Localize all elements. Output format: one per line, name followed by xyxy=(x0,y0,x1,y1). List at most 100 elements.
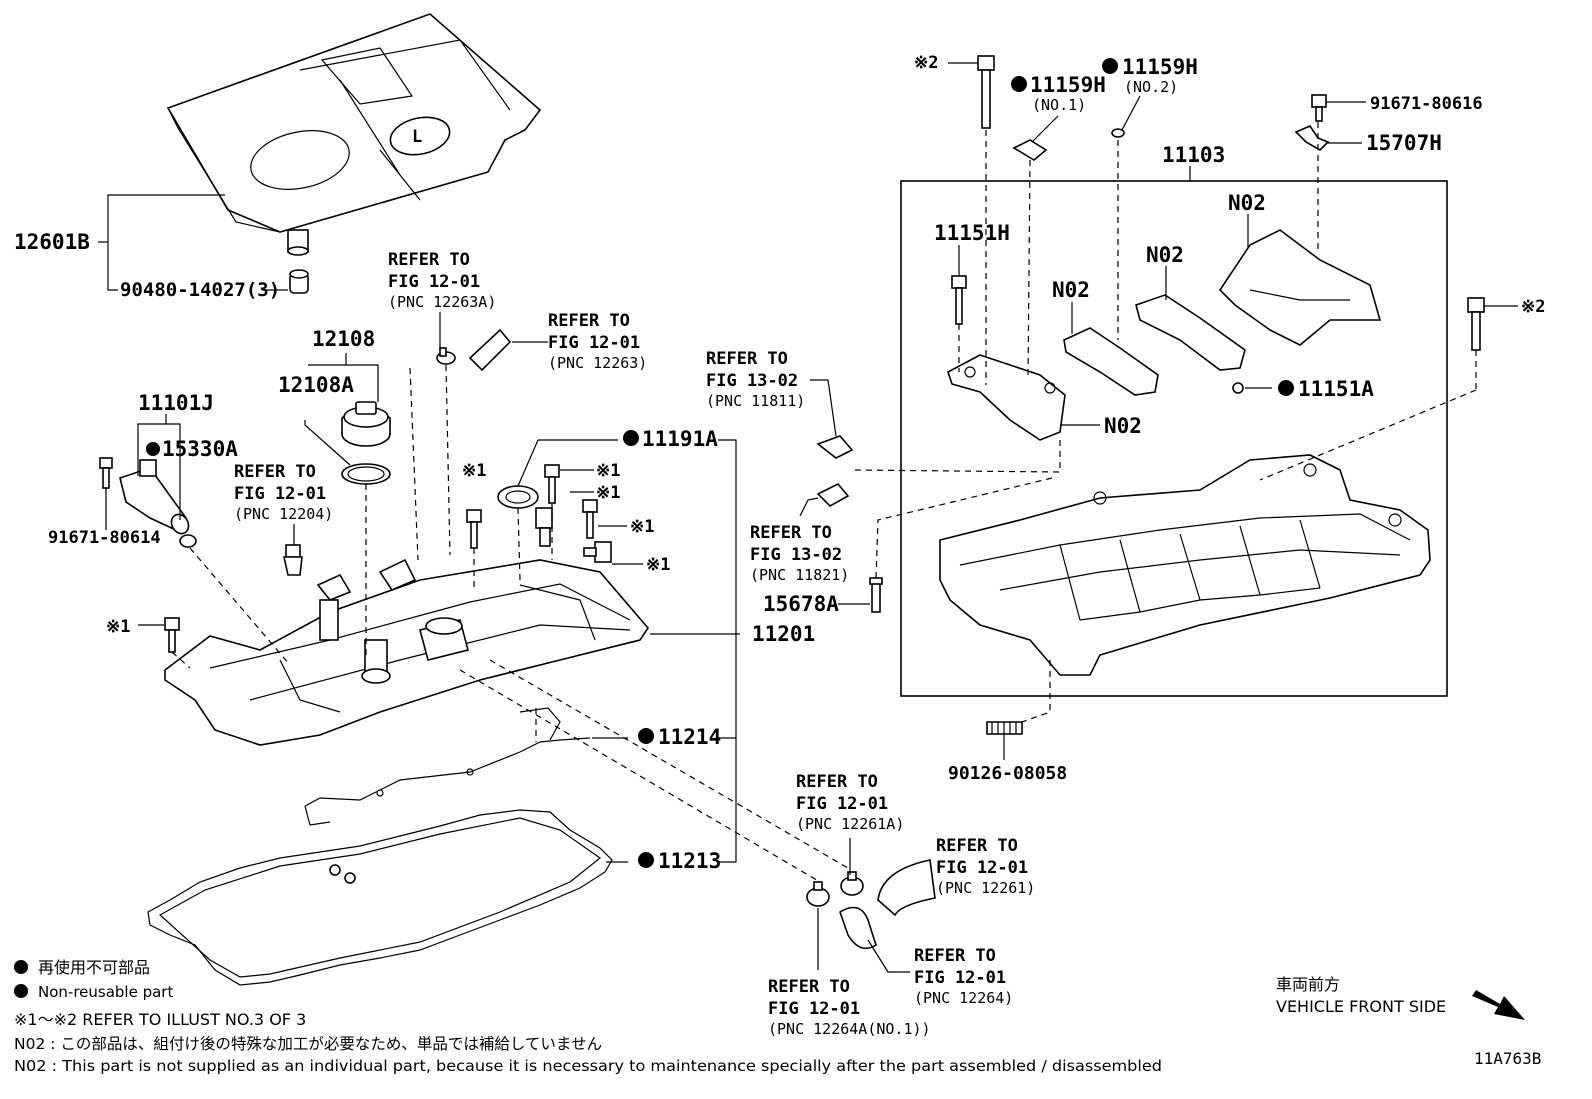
legend-n02-jp: N02 : この部品は、組付け後の特殊な加工が必要なため、単品では補給していませ… xyxy=(14,1035,602,1053)
ref-12263A-l1: REFER TO xyxy=(388,250,470,270)
legend-nonreusable-en: Non-reusable part xyxy=(38,983,173,1001)
diagram-code: 11A763B xyxy=(1474,1049,1541,1068)
oil-filler-cap-gasket[interactable] xyxy=(341,463,391,485)
label-12108: 12108 xyxy=(312,327,375,351)
label-11159H-no2: 11159H xyxy=(1122,55,1198,79)
label-91671-80616: 91671-80616 xyxy=(1370,94,1483,114)
hose-12263[interactable] xyxy=(468,328,512,372)
ref-11821-l3: (PNC 11821) xyxy=(750,566,849,584)
label-11103: 11103 xyxy=(1162,143,1225,167)
pin-15678A[interactable] xyxy=(869,577,883,613)
ref-12264A-l2: FIG 12-01 xyxy=(768,999,860,1019)
hose-clamp-12264A[interactable] xyxy=(806,881,830,907)
ref-11811-l3: (PNC 11811) xyxy=(706,392,805,410)
grommet[interactable] xyxy=(289,269,309,294)
label-n02-d: N02 xyxy=(1104,414,1142,438)
head-cover-gasket[interactable] xyxy=(147,809,613,986)
bolt-k1-a[interactable] xyxy=(466,509,482,549)
front-label-en: VEHICLE FRONT SIDE xyxy=(1276,997,1446,1016)
bolt-k2-right[interactable] xyxy=(1467,297,1485,351)
bolt-91671-80614[interactable] xyxy=(99,457,113,489)
stud-90126[interactable] xyxy=(986,721,1023,735)
label-11214: 11214 xyxy=(658,725,721,749)
plug-11159H-no1[interactable] xyxy=(1012,139,1048,161)
hose-clamp-12263A[interactable] xyxy=(436,347,456,365)
hose-clamp-12261A[interactable] xyxy=(840,871,864,896)
oil-filler-cap[interactable] xyxy=(341,401,391,447)
label-91671-80614: 91671-80614 xyxy=(48,528,161,548)
ref-12263-l3: (PNC 12263) xyxy=(548,354,647,372)
ref-12261-l3: (PNC 12261) xyxy=(936,879,1035,897)
mark-k2-right: ※2 xyxy=(1521,297,1545,317)
vehicle-front-arrow-icon xyxy=(1472,990,1525,1020)
nonreusable-marker xyxy=(638,852,654,868)
bolt-k2-top[interactable] xyxy=(977,55,995,129)
label-11151H: 11151H xyxy=(934,221,1010,245)
ref-12261A-l3: (PNC 12261A) xyxy=(796,815,904,833)
label-11201: 11201 xyxy=(752,622,815,646)
legend-n02-en: N02 : This part is not supplied as an in… xyxy=(14,1057,1162,1075)
ref-12204-l1: REFER TO xyxy=(234,462,316,482)
camshaft-bearing-cap-d[interactable] xyxy=(1218,229,1382,346)
svg-text:L: L xyxy=(412,127,422,147)
camshaft-bearing-lower[interactable] xyxy=(816,483,850,507)
hose-12264[interactable] xyxy=(839,906,877,950)
ref-11811-l2: FIG 13-02 xyxy=(706,371,798,391)
ref-12263A-l3: (PNC 12263A) xyxy=(388,293,496,311)
plug-11159H-no2[interactable] xyxy=(1111,128,1125,138)
ref-11821-l1: REFER TO xyxy=(750,523,832,543)
label-n02-b: N02 xyxy=(1146,243,1184,267)
label-11213: 11213 xyxy=(658,849,721,873)
mark-k1-c: ※1 xyxy=(596,483,620,503)
label-n02-a: N02 xyxy=(1228,191,1266,215)
oil-pressure-switch[interactable] xyxy=(283,544,303,576)
label-11159H-no2-sub: (NO.2) xyxy=(1124,78,1178,96)
pin-11151A[interactable] xyxy=(1232,382,1244,394)
label-15678A: 15678A xyxy=(763,592,839,616)
label-11159H-no1: 11159H xyxy=(1030,73,1106,97)
ref-11821-l2: FIG 13-02 xyxy=(750,545,842,565)
hose-12261[interactable] xyxy=(877,859,936,917)
oil-seal-11191A[interactable] xyxy=(497,485,539,509)
cam-sensor-a[interactable] xyxy=(535,507,553,547)
oil-control-valve[interactable] xyxy=(119,459,192,537)
camshaft-bearing-upper[interactable] xyxy=(816,435,854,459)
camshaft-bearing-cap-c[interactable] xyxy=(1135,294,1246,371)
label-12108A: 12108A xyxy=(278,373,354,397)
spark-plug-tube-gasket[interactable] xyxy=(304,707,591,826)
bracket-15707H[interactable] xyxy=(1294,125,1330,151)
ref-12264-l1: REFER TO xyxy=(914,946,996,966)
bolt-k1-c[interactable] xyxy=(582,499,598,539)
ref-12261A-l2: FIG 12-01 xyxy=(796,794,888,814)
mark-k1-a: ※1 xyxy=(462,461,486,481)
camshaft-bearing-cap-b[interactable] xyxy=(1063,327,1159,396)
ref-12261A-l1: REFER TO xyxy=(796,772,878,792)
ref-12263A-l2: FIG 12-01 xyxy=(388,272,480,292)
nonreusable-marker xyxy=(638,728,654,744)
camshaft-bearing-cap-a[interactable] xyxy=(947,354,1066,441)
label-90480-14027: 90480-14027(3) xyxy=(120,279,280,301)
label-15330A: 15330A xyxy=(162,437,238,461)
cylinder-head-cover[interactable] xyxy=(164,558,650,746)
bolt-k1-left[interactable] xyxy=(164,617,180,653)
camshaft-housing[interactable] xyxy=(939,454,1431,676)
alignment-lines xyxy=(171,122,1477,883)
label-11151A: 11151A xyxy=(1298,377,1374,401)
ref-11811-l1: REFER TO xyxy=(706,349,788,369)
bolt-91671-80616[interactable] xyxy=(1311,94,1327,122)
bolt-11151H[interactable] xyxy=(951,275,967,325)
ref-12204-l3: (PNC 12204) xyxy=(234,505,333,523)
engine-cover[interactable]: L xyxy=(166,13,542,256)
ref-12264A-l1: REFER TO xyxy=(768,977,850,997)
bolt-k1-b[interactable] xyxy=(544,464,560,504)
label-15707H: 15707H xyxy=(1366,131,1442,155)
ref-12263-l1: REFER TO xyxy=(548,311,630,331)
label-11191A: 11191A xyxy=(642,427,718,451)
o-ring[interactable] xyxy=(179,534,197,548)
ref-12261-l1: REFER TO xyxy=(936,836,1018,856)
mark-k1-left: ※1 xyxy=(106,617,130,637)
legend-refer-note: ※1～※2 REFER TO ILLUST NO.3 OF 3 xyxy=(14,1010,306,1029)
label-90126-08058: 90126-08058 xyxy=(948,763,1067,784)
cam-sensor-b[interactable] xyxy=(583,541,612,563)
